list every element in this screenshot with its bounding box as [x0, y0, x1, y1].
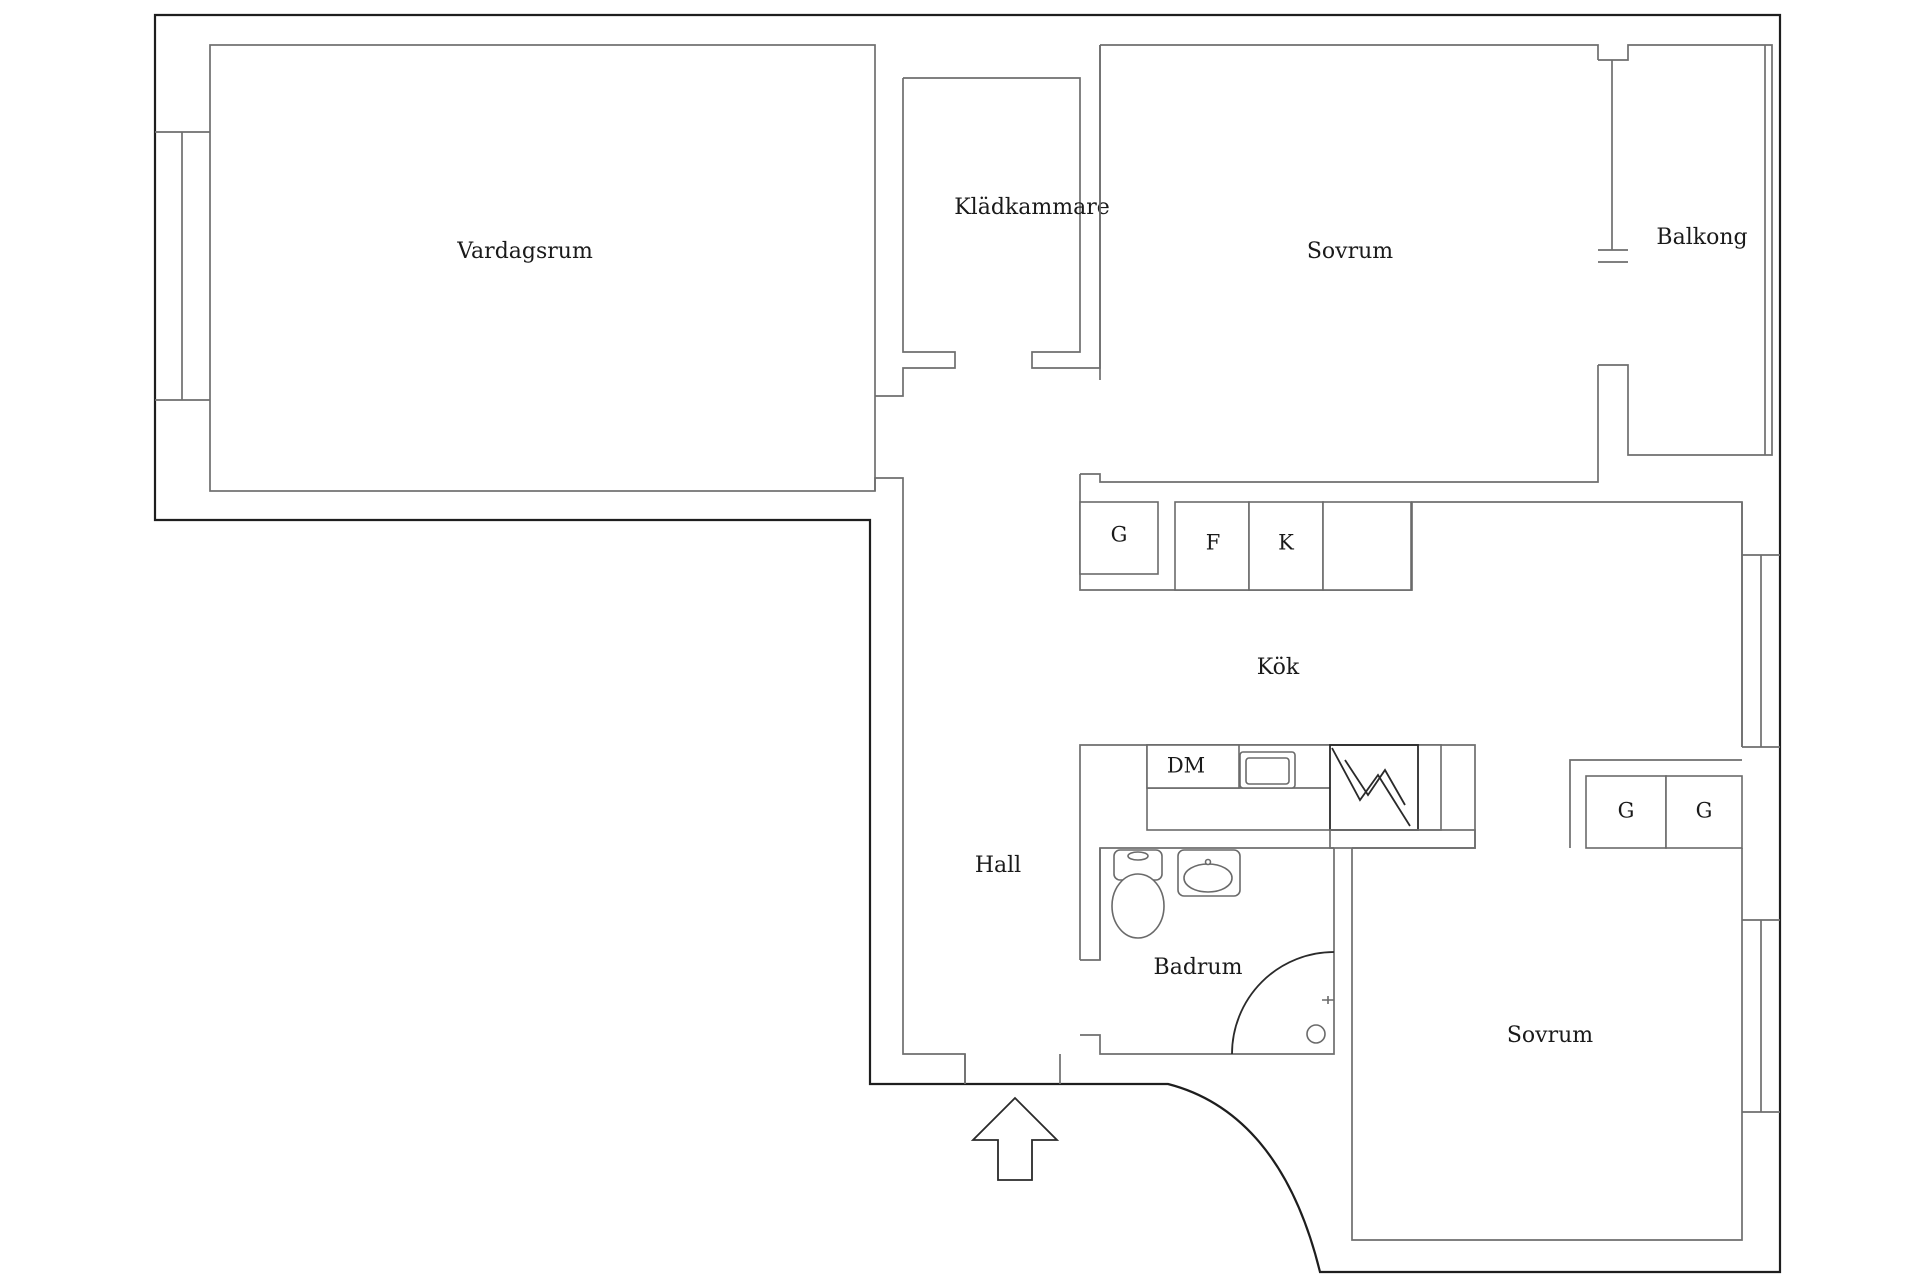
- fixture-cabinet: [1322, 501, 1412, 591]
- kitchen-counter-lower: DM: [1079, 744, 1476, 961]
- kitchen-sink-icon: [1239, 751, 1296, 789]
- entrance: [964, 1054, 1061, 1181]
- hall-walls: Hall: [874, 477, 1021, 1084]
- label-sovrum-top: Sovrum: [1307, 239, 1393, 264]
- fixture-dishwasher: [1146, 744, 1240, 789]
- washbasin-icon: [1177, 849, 1241, 897]
- svg-text:G: G: [1111, 523, 1128, 547]
- room-kok: G F K Kök: [1079, 474, 1743, 747]
- room-sovrum-top: Sovrum: [1080, 44, 1599, 483]
- label-badrum: Badrum: [1154, 955, 1243, 980]
- label-balkong: Balkong: [1656, 225, 1747, 250]
- room-sovrum-bottom: G G Sovrum: [1351, 759, 1743, 1241]
- entrance-arrow-icon: [970, 1096, 1060, 1181]
- room-kladkammare: Klädkammare: [875, 45, 1110, 397]
- fixture-fridge: [1174, 501, 1250, 591]
- window-left: [155, 131, 210, 401]
- label-vardagsrum: Vardagsrum: [456, 239, 593, 264]
- toilet-icon: [1111, 849, 1165, 939]
- svg-text:G: G: [1618, 799, 1635, 823]
- room-balkong: Balkong: [1598, 44, 1773, 456]
- label-kladkammare: Klädkammare: [954, 195, 1110, 220]
- label-sovrum-bottom: Sovrum: [1507, 1023, 1593, 1048]
- fixture-wardrobe-left: [1585, 775, 1667, 849]
- outer-walls: [153, 13, 1782, 1274]
- label-hall: Hall: [975, 853, 1021, 878]
- svg-text:F: F: [1206, 531, 1221, 555]
- shower-icon: [1231, 951, 1335, 1055]
- svg-text:K: K: [1278, 531, 1294, 555]
- room-badrum: Badrum: [1080, 848, 1335, 1055]
- room-vardagsrum: Vardagsrum: [209, 44, 876, 492]
- fixture-kitchen-top-left: [1079, 501, 1159, 575]
- svg-text:G: G: [1696, 799, 1713, 823]
- windows-right: [1741, 502, 1780, 1113]
- fixture-wardrobe-right: [1665, 775, 1743, 849]
- svg-text:DM: DM: [1167, 754, 1205, 778]
- label-kok: Kök: [1257, 655, 1300, 680]
